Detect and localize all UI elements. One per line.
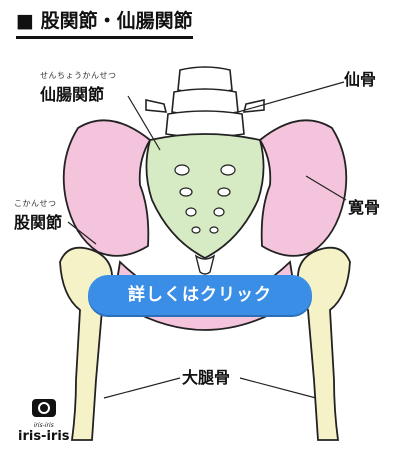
right-ilium [258,119,348,257]
sacrum [145,133,265,260]
right-femur [296,246,351,441]
logo-mark-icon [31,399,56,417]
details-button[interactable]: 詳しくはクリック [88,275,312,315]
label-sacroiliac-joint: せんちょうかんせつ 仙腸関節 [40,70,117,105]
leader-lines [67,81,347,399]
lumbar-vertebrae [145,66,265,138]
ruby-hip-joint: こかんせつ [14,199,57,208]
text-sacroiliac: 仙腸関節 [40,85,105,104]
label-hip-bone: 寛骨 [348,198,381,217]
sacral-foramina [174,164,236,234]
label-hip-joint: こかんせつ 股関節 [14,198,62,233]
label-femur: 大腿骨 [182,368,231,387]
left-ilium [62,119,152,257]
iris-logo[interactable]: iris-iris iris-iris [18,398,70,444]
logo-small-text: iris-iris [33,422,54,429]
coccyx [194,254,216,275]
text-hip-joint: 股関節 [14,213,63,232]
logo-brand-text: iris-iris [18,429,70,444]
label-sacrum: 仙骨 [344,70,377,89]
ruby-sacroiliac: せんちょうかんせつ [40,71,117,80]
page-title: ■ 股関節・仙腸関節 [16,6,193,39]
